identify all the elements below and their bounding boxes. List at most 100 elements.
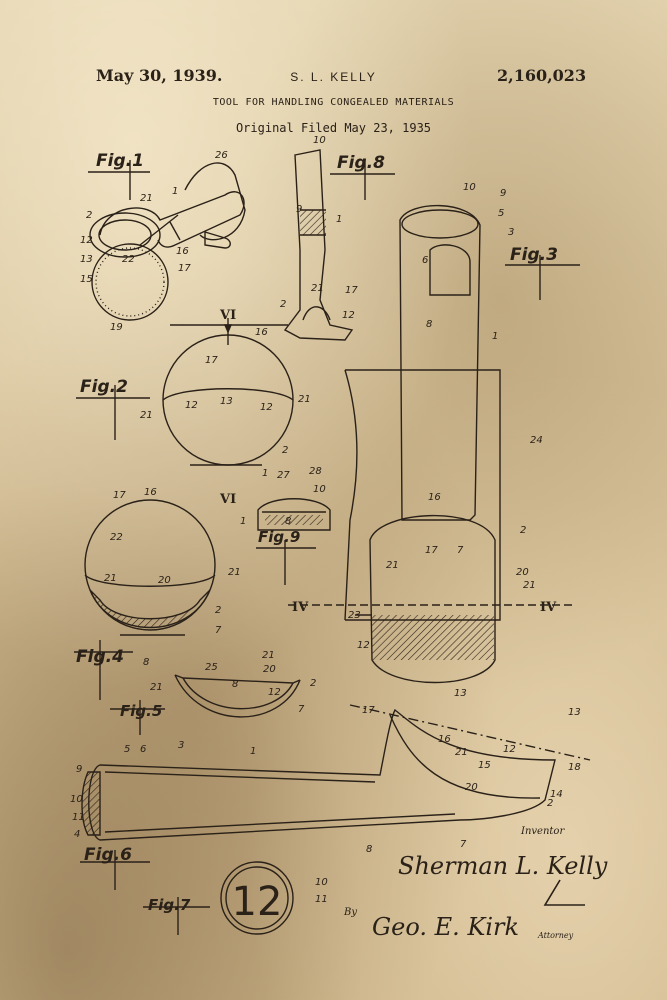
badge-number: 12 [232,879,283,925]
svg-text:2: 2 [547,798,553,809]
fig-5-numbers: 25 21 20 21 8 12 2 7 [150,650,316,715]
svg-text:10: 10 [315,877,328,888]
svg-text:12: 12 [503,744,516,755]
svg-text:21: 21 [386,560,399,571]
svg-text:2: 2 [280,299,286,310]
fig-7-numbers: 10 11 [315,877,328,905]
svg-text:25: 25 [205,662,218,673]
svg-text:24: 24 [530,435,543,446]
svg-text:16: 16 [144,487,157,498]
fig-3-label: Fig.3 [510,245,558,265]
svg-text:21: 21 [311,283,324,294]
fig-3-numbers: 10 9 5 3 6 8 1 24 16 17 7 2 21 20 21 23 … [348,182,543,699]
svg-text:17: 17 [362,705,375,716]
fig-2-numbers: 16 17 21 12 13 12 21 2 1 [140,327,311,479]
svg-text:17: 17 [178,263,191,274]
section-vi-top: VI [219,308,236,323]
inventor-name: S. L. KELLY [290,70,377,84]
fig-8-label: Fig.8 [337,153,385,173]
svg-text:21: 21 [455,747,468,758]
svg-text:11: 11 [72,812,85,823]
attorney-label: Attorney [538,931,574,940]
svg-text:5: 5 [498,208,504,219]
fig-4-numbers: 17 16 22 21 20 21 2 7 8 [104,487,241,668]
svg-text:21: 21 [140,193,153,204]
svg-text:10: 10 [463,182,476,193]
fig-8-numbers: 10 9 1 2 21 17 12 [280,135,358,321]
fig-1-label: Fig.1 [96,151,144,171]
inventor-label: Inventor [521,826,565,837]
svg-text:9: 9 [76,764,82,775]
svg-text:13: 13 [454,688,467,699]
svg-text:26: 26 [215,150,228,161]
svg-text:10: 10 [313,135,326,146]
svg-text:1: 1 [492,331,498,342]
signature-flourish [543,879,585,906]
section-vi-bottom: VI [219,492,236,507]
figure-9-drawing [257,498,331,531]
svg-text:20: 20 [158,575,171,586]
svg-text:17: 17 [113,490,126,501]
fig-1-numbers: 26 21 1 2 12 13 15 22 16 17 19 [80,150,228,333]
by-label: By [344,907,357,918]
svg-text:21: 21 [523,580,536,591]
inventor-signature: Sherman L. Kelly [398,852,608,880]
svg-text:21: 21 [104,573,117,584]
fig-6-numbers: 5 6 3 1 9 10 11 4 17 13 16 21 12 15 18 2… [70,705,581,855]
svg-text:23: 23 [348,610,361,621]
svg-text:12: 12 [357,640,370,651]
svg-text:16: 16 [438,734,451,745]
svg-text:21: 21 [140,410,153,421]
svg-text:1: 1 [262,468,268,479]
svg-text:20: 20 [465,782,478,793]
svg-text:3: 3 [178,740,184,751]
svg-text:21: 21 [228,567,241,578]
patent-title: TOOL FOR HANDLING CONGEALED MATERIALS [212,97,455,108]
svg-text:20: 20 [263,664,276,675]
svg-text:8: 8 [232,679,238,690]
svg-text:11: 11 [315,894,328,905]
filed-date: Original Filed May 23, 1935 [235,121,432,135]
svg-text:1: 1 [250,746,256,757]
svg-text:12: 12 [268,687,281,698]
svg-text:2: 2 [86,210,92,221]
svg-text:1: 1 [172,186,178,197]
svg-text:12: 12 [342,310,355,321]
svg-text:9: 9 [500,188,506,199]
svg-text:2: 2 [520,525,526,536]
figure-2-drawing [162,318,294,466]
figure-8-drawing [283,149,354,341]
svg-text:12: 12 [185,400,198,411]
svg-text:7: 7 [460,839,467,850]
fig-4-label: Fig.4 [76,647,124,667]
svg-text:10: 10 [313,484,326,495]
svg-text:16: 16 [255,327,268,338]
svg-text:18: 18 [568,762,581,773]
svg-text:21: 21 [298,394,311,405]
fig-5-label: Fig.5 [120,702,162,720]
svg-text:13: 13 [568,707,581,718]
fig-9-numbers: 27 28 10 1 8 [240,466,326,527]
svg-text:8: 8 [285,516,291,527]
attorney-signature: Geo. E. Kirk [372,913,519,941]
svg-text:8: 8 [426,319,432,330]
svg-text:2: 2 [215,605,221,616]
svg-text:22: 22 [110,532,123,543]
svg-text:17: 17 [205,355,218,366]
svg-text:12: 12 [260,402,273,413]
svg-text:14: 14 [550,789,563,800]
svg-text:22: 22 [122,254,135,265]
svg-text:6: 6 [140,744,146,755]
section-iv-left: IV [292,600,309,615]
figure-5-drawing [174,674,301,718]
svg-text:1: 1 [336,214,342,225]
svg-text:21: 21 [150,682,163,693]
svg-text:8: 8 [143,657,149,668]
svg-text:15: 15 [478,760,491,771]
fig-7-label: Fig.7 [148,896,191,914]
svg-text:13: 13 [220,396,233,407]
svg-text:10: 10 [70,794,83,805]
svg-text:16: 16 [428,492,441,503]
